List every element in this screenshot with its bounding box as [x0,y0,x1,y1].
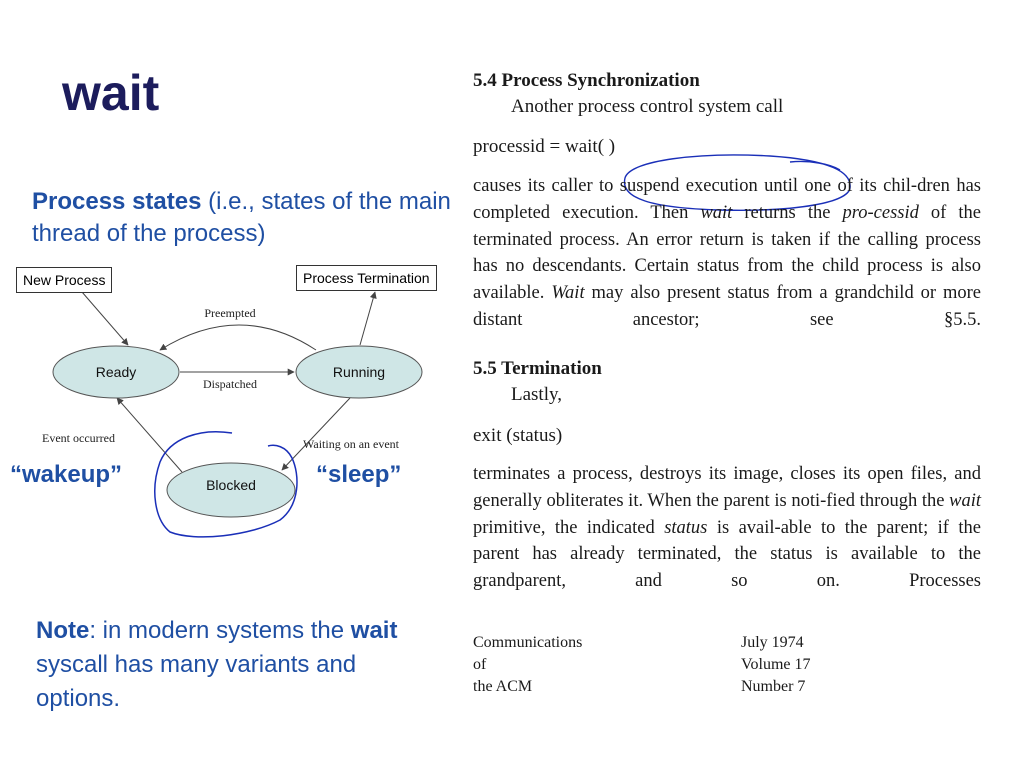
footer-left-line: of [473,656,487,673]
states-heading-bold: Process states [32,188,202,215]
section-5-5-heading: 5.5 Termination [473,358,602,379]
para1-text-3: of the terminated process. An error retu… [473,202,981,304]
label-preempted: Preempted [204,306,255,320]
para1-italic-3: Wait [551,283,585,304]
para1-text-1: causes its caller to suspend execution u… [473,176,981,223]
section-5-4-sub: Another process control system call [511,96,784,117]
footer-right-line: Number 7 [741,678,806,695]
section-5-5-sub: Lastly, [511,384,563,405]
arrow-event-occurred [116,397,183,473]
para2-text-1: terminates a process, destroys its image… [473,464,981,511]
para1-text-2: returns the [732,202,843,223]
footer-right-line: July 1974 [741,634,804,651]
slide-title: wait [62,65,160,121]
para2-text-2: primitive, the indicated [473,517,665,538]
state-running [295,345,423,399]
arrow-running-to-termination [359,291,377,346]
states-heading: Process states (i.e., states of the main… [32,186,452,250]
note-bold-1: Note [36,617,90,644]
para2-italic-2: status [664,517,708,538]
code-wait: processid = wait( ) [473,136,616,157]
section-5-4-heading: 5.4 Process Synchronization [473,70,700,91]
box-process-termination: Process Termination [296,265,437,291]
code-exit: exit (status) [473,425,563,446]
label-event-occurred: Event occurred [42,431,115,445]
footer-right-line: Volume 17 [741,656,811,673]
label-waiting-on-event: Waiting on an event [303,437,400,451]
box-new-process: New Process [16,267,113,293]
para2-text-3: is avail-able to the parent; if the pare… [473,517,981,592]
footer-left-line: the ACM [473,678,533,695]
arrow-waiting [281,397,351,471]
note-text-2: syscall has many variants and options. [36,651,357,712]
footer-left: Communications of the ACM [473,632,582,698]
para1-italic-1: wait [700,202,733,223]
state-ready [52,345,180,399]
paragraph-wait: causes its caller to suspend execution u… [473,173,981,334]
label-dispatched: Dispatched [203,377,257,391]
para2-italic-1: wait [949,490,981,511]
footer-left-line: Communications [473,634,583,651]
note-bold-2: wait [350,617,398,644]
annotation-sleep: “sleep” [316,461,402,488]
state-ready-label: Ready [96,364,136,380]
annotation-wakeup: “wakeup” [10,461,123,488]
note-text-1: : in modern systems the [89,617,351,644]
handwritten-circle-blocked [154,431,298,538]
paragraph-exit: terminates a process, destroys its image… [473,461,981,595]
para1-text-4: may also present status from a grandchil… [473,283,982,330]
state-blocked-label: Blocked [206,477,256,493]
state-running-label: Running [333,364,385,380]
para1-italic-2: pro-cessid [842,202,919,223]
states-heading-rest: (i.e., states of the main thread of the … [32,188,451,247]
footer-right: July 1974 Volume 17 Number 7 [741,632,810,698]
arrow-new-to-ready [81,291,129,346]
arrow-preempted [159,324,317,351]
note: Note: in modern systems the wait syscall… [36,614,446,716]
handwritten-oval-suspend [623,154,851,211]
state-blocked [166,462,296,518]
